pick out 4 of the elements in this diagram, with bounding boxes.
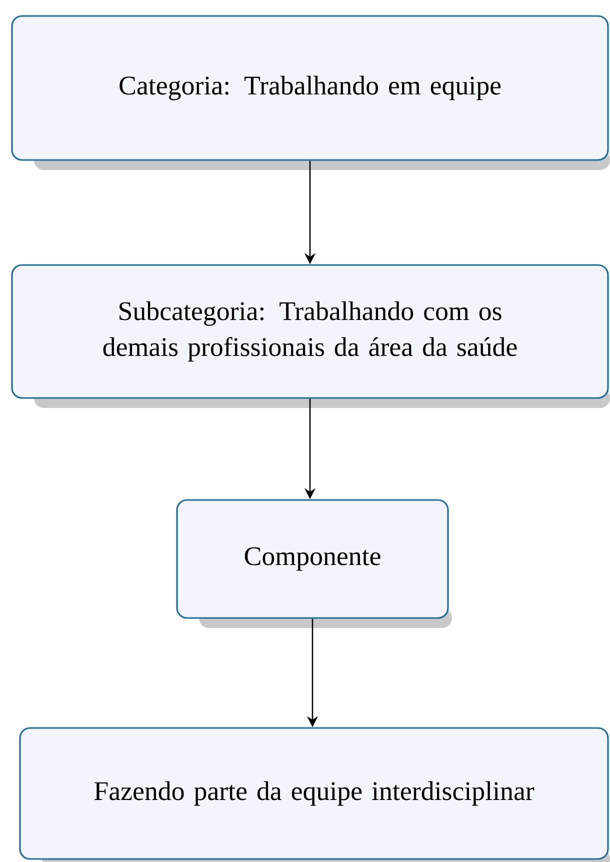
process-box: Fazendo parte da equipe interdisciplinar <box>19 727 609 860</box>
process-box: Categoria: Trabalhando em equipe <box>11 15 609 161</box>
process-box: Componente <box>176 499 449 619</box>
process-box: Subcategoria: Trabalhando com os demais profissionais da área da saúde <box>11 264 609 399</box>
